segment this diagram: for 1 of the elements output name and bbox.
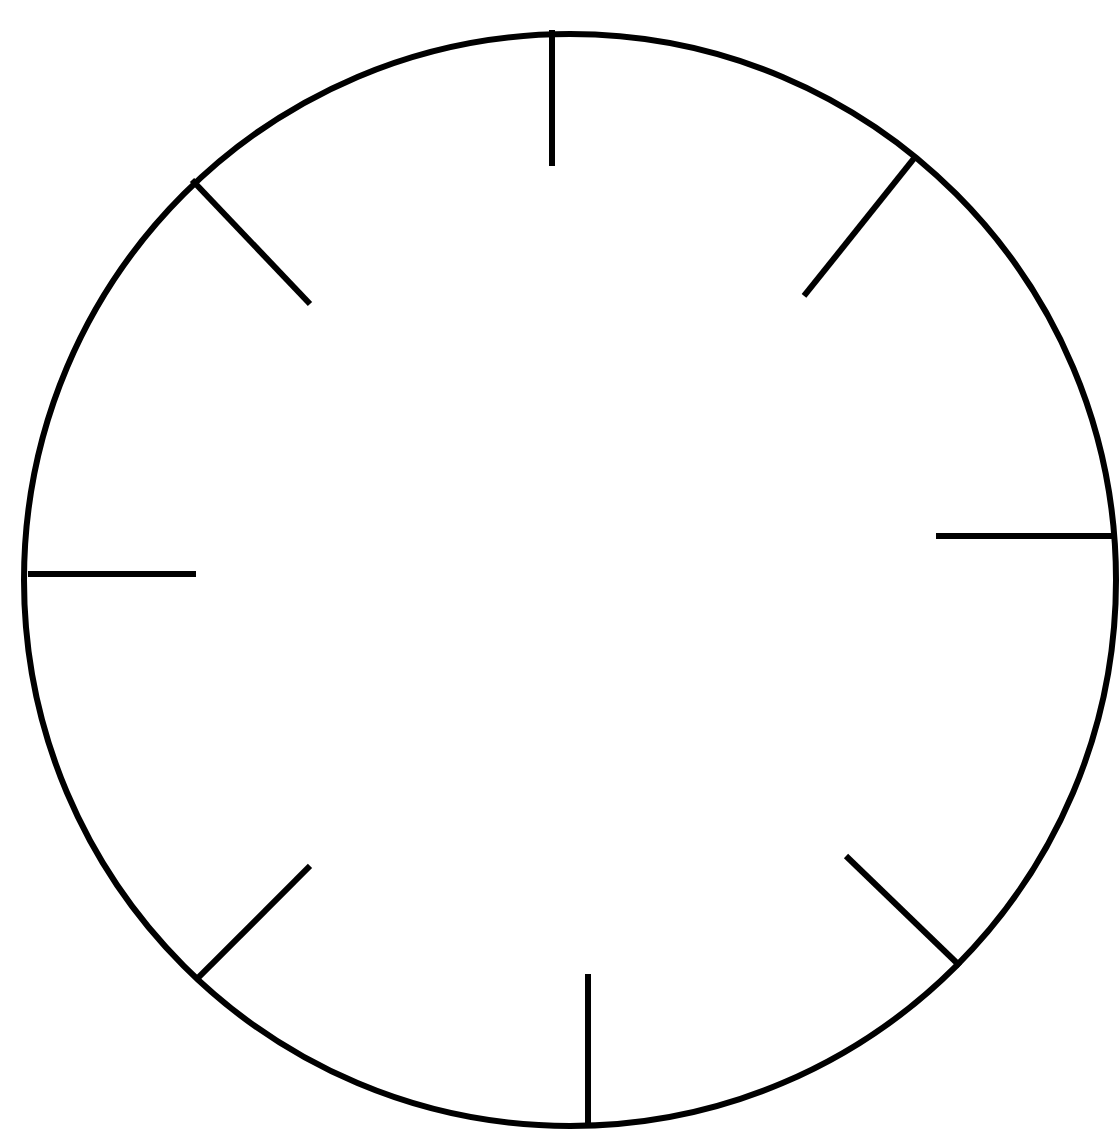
clock-face (21, 30, 1119, 1129)
